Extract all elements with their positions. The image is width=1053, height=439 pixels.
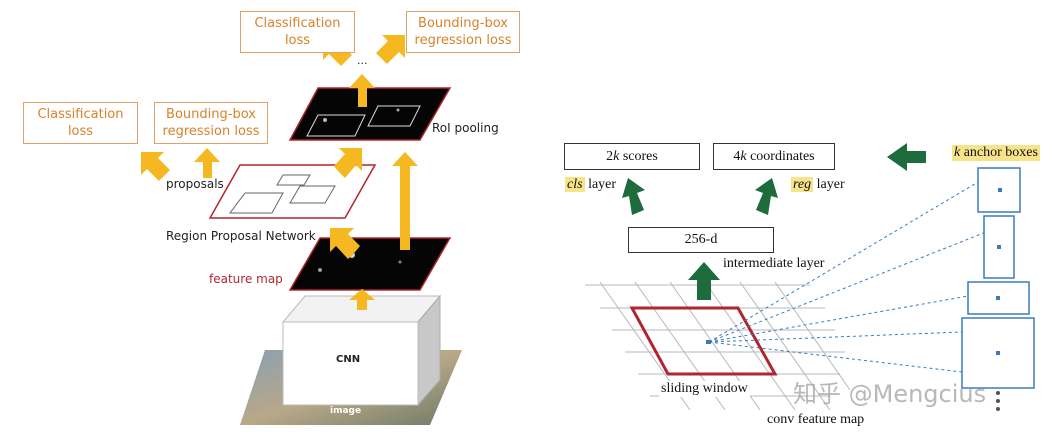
reg-highlight: reg [791,177,814,192]
rpn-classification-loss-line2: loss [67,124,94,139]
watermark: 知乎 @Mengcius [793,380,987,408]
sliding-window [629,306,778,376]
coords-k: k [740,148,747,164]
rpn-diagram [585,143,1035,411]
rpn-bbox-loss-line2: regression loss [162,124,260,139]
scores-num: 2 [606,148,614,164]
rpn-label: Region Proposal Network [166,229,316,243]
vertical-dots [996,391,1000,411]
rpn-bbox-loss-line1: Bounding-box [166,107,256,122]
scores-k: k [613,148,620,164]
top-classification-loss-line1: Classification [254,16,341,31]
green-arrows [622,143,926,300]
coords-num: 4 [733,148,741,164]
roi-layer [288,87,452,141]
anchor-boxes [961,167,1035,389]
rpn-classification-loss-line1: Classification [37,107,124,122]
feature-map [288,237,452,291]
rpn-classification-loss-box: Classification loss [23,102,138,144]
rpn-layer [208,164,377,219]
top-classification-loss-box: Classification loss [240,11,355,53]
roi-pooling-label: RoI pooling [432,121,499,135]
top-classification-loss-line2: loss [284,33,311,48]
anchor-rest: anchor boxes [960,145,1038,160]
rpn-bbox-loss-box: Bounding-box regression loss [154,102,268,144]
scores-rest: scores [619,148,658,164]
proposals-label: proposals [166,177,224,191]
anchor-box-1 [977,167,1021,213]
anchor-boxes-label: k anchor boxes [952,145,1040,161]
conv-feature-map-label: conv feature map [767,412,865,427]
sliding-window-label: sliding window [659,381,750,397]
256d-label: 256-d [684,232,718,247]
cls-layer-rest: layer [584,177,617,192]
ellipsis: ... [357,54,368,67]
intermediate-layer-label: intermediate layer [723,256,825,271]
top-bbox-loss-line2: regression loss [414,33,512,48]
feature-map-label: feature map [209,272,283,286]
anchor-k: k [954,145,961,160]
top-bbox-loss-box: Bounding-box regression loss [406,11,520,53]
cls-layer-label: cls layer [565,177,616,193]
top-bbox-loss-line1: Bounding-box [418,16,508,31]
cnn-box-front [282,321,419,406]
256d-box: 256-d [628,227,774,253]
image-label: image [330,406,362,416]
coords-rest: coordinates [746,148,815,164]
cnn-label: CNN [336,354,361,365]
cls-highlight: cls [565,177,585,192]
reg-layer-rest: layer [813,177,845,192]
reg-layer-label: reg layer [791,177,845,193]
faster-rcnn-diagram [141,35,462,425]
anchor-dashed-lines [708,181,987,373]
